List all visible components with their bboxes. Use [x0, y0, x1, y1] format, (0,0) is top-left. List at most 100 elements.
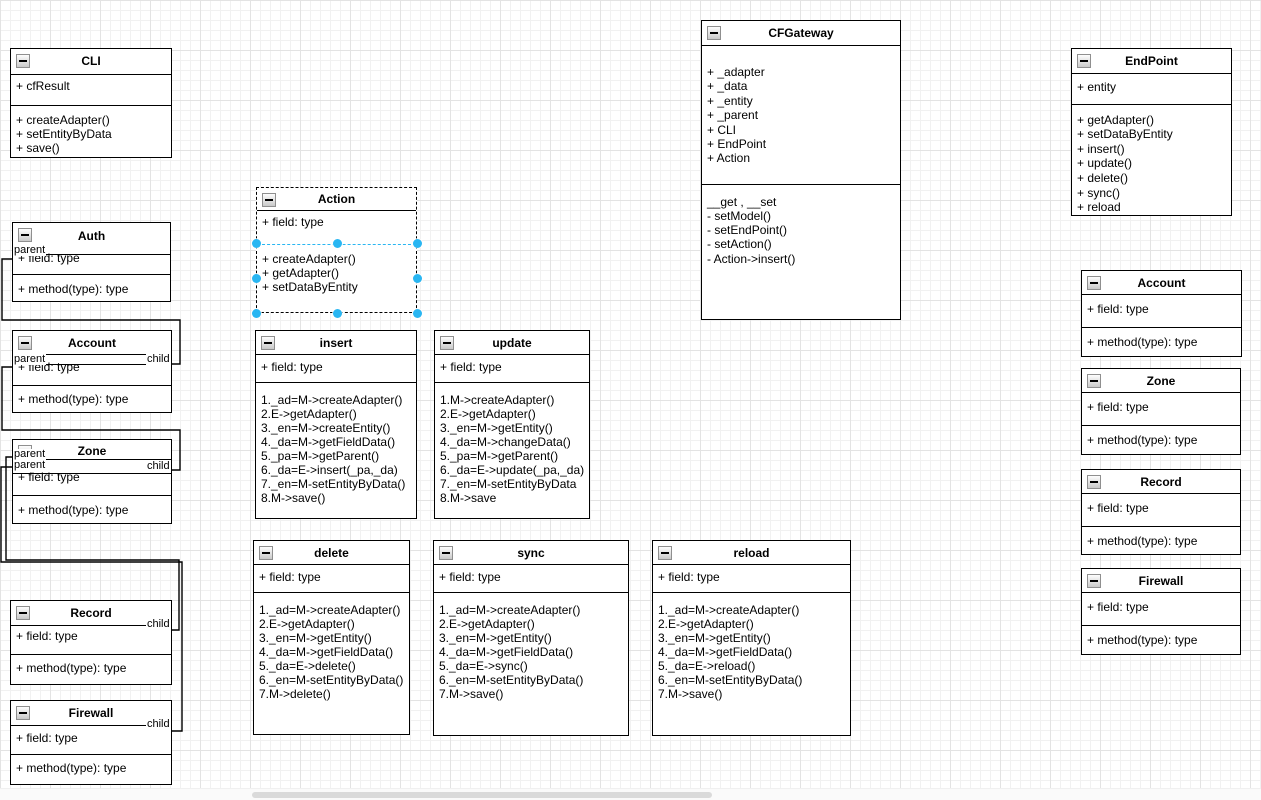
edge-label-parent[interactable]: parent: [13, 353, 47, 365]
collapse-minus-icon[interactable]: [262, 193, 276, 207]
class-member[interactable]: 2.E->getAdapter(): [440, 407, 536, 421]
class-member[interactable]: 1._ad=M->createAdapter(): [439, 603, 581, 617]
class-title[interactable]: Firewall: [68, 706, 114, 720]
class-member[interactable]: + reload: [1077, 200, 1121, 214]
class-member[interactable]: + setDataByEntity: [1077, 127, 1173, 141]
class-member[interactable]: + field: type: [261, 360, 323, 374]
edge-label-parent[interactable]: parent: [13, 244, 47, 256]
collapse-minus-icon[interactable]: [440, 336, 454, 350]
class-member[interactable]: + field: type: [1087, 501, 1149, 515]
class-member[interactable]: + _parent: [707, 108, 759, 122]
class-member[interactable]: 1._ad=M->createAdapter(): [259, 603, 401, 617]
class-member[interactable]: - setAction(): [707, 237, 772, 251]
selection-handle[interactable]: [252, 309, 261, 318]
class-box-zone-right[interactable]: Zone+ field: type+ method(type): type: [1081, 368, 1241, 455]
collapse-minus-icon[interactable]: [16, 606, 30, 620]
class-member[interactable]: 7.M->delete(): [259, 687, 331, 701]
relationship-edge-zone-record[interactable]: [5, 456, 180, 631]
collapse-minus-icon[interactable]: [439, 546, 453, 560]
class-member[interactable]: + cfResult: [16, 79, 70, 93]
class-box-firewall-right[interactable]: Firewall+ field: type+ method(type): typ…: [1081, 568, 1241, 655]
class-member[interactable]: + entity: [1077, 80, 1117, 94]
class-member[interactable]: - setEndPoint(): [707, 223, 788, 237]
class-member[interactable]: 4._da=M->getFieldData(): [439, 645, 574, 659]
class-member[interactable]: 5._da=E->sync(): [439, 659, 528, 673]
class-member[interactable]: + field: type: [259, 570, 321, 584]
edge-label-child[interactable]: child: [146, 718, 171, 730]
class-member[interactable]: + method(type): type: [1087, 335, 1198, 349]
collapse-minus-icon[interactable]: [259, 546, 273, 560]
class-member[interactable]: + CLI: [707, 123, 737, 137]
class-member[interactable]: 1._ad=M->createAdapter(): [658, 603, 800, 617]
class-title[interactable]: Record: [70, 606, 112, 620]
collapse-minus-icon[interactable]: [658, 546, 672, 560]
class-member[interactable]: + sync(): [1077, 186, 1121, 200]
class-member[interactable]: 2.E->getAdapter(): [259, 617, 355, 631]
relationship-edge-zone-firewall[interactable]: [0, 466, 183, 732]
class-member[interactable]: 6._en=M-setEntityByData(): [259, 673, 404, 687]
class-member[interactable]: + method(type): type: [1087, 633, 1198, 647]
class-member[interactable]: 7._en=M-setEntityByData(): [261, 477, 406, 491]
collapse-minus-icon[interactable]: [1077, 54, 1091, 68]
class-title[interactable]: EndPoint: [1125, 54, 1178, 68]
relationship-edge-account-zone[interactable]: [1, 366, 181, 471]
class-box-record-left[interactable]: Record+ field: type+ method(type): type: [10, 600, 172, 685]
class-title[interactable]: delete: [314, 546, 349, 560]
class-member[interactable]: - Action->insert(): [707, 252, 796, 266]
class-member[interactable]: + method(type): type: [18, 503, 129, 517]
collapse-minus-icon[interactable]: [1087, 276, 1101, 290]
class-member[interactable]: 7.M->save(): [439, 687, 504, 701]
class-member[interactable]: + _data: [707, 79, 748, 93]
collapse-minus-icon[interactable]: [16, 54, 30, 68]
class-box-cfgateway[interactable]: CFGateway + _adapter+ _data+ _entity+ _pa…: [701, 20, 901, 320]
class-member[interactable]: + delete(): [1077, 171, 1129, 185]
class-box-action[interactable]: Action+ field: type+ createAdapter()+ ge…: [252, 187, 422, 318]
class-member[interactable]: 6._da=E->update(_pa,_da): [440, 463, 585, 477]
class-box-cli[interactable]: CLI+ cfResult+ createAdapter()+ setEntit…: [10, 48, 172, 158]
class-member[interactable]: + method(type): type: [16, 661, 127, 675]
class-member[interactable]: 5._pa=M->getParent(): [261, 449, 380, 463]
class-member[interactable]: + _adapter: [707, 65, 765, 79]
class-title[interactable]: Zone: [1146, 374, 1176, 388]
selection-handle[interactable]: [252, 274, 261, 283]
class-box-account-left[interactable]: Account+ field: type+ method(type): type: [12, 330, 172, 413]
class-member[interactable]: + field: type: [1087, 600, 1149, 614]
class-box-record-right[interactable]: Record+ field: type+ method(type): type: [1081, 469, 1241, 555]
class-member[interactable]: 6._en=M-setEntityByData(): [658, 673, 803, 687]
selection-handle[interactable]: [413, 309, 422, 318]
class-member[interactable]: 5._da=E->delete(): [259, 659, 356, 673]
class-title[interactable]: Account: [1137, 276, 1186, 290]
class-member[interactable]: 4._da=M->getFieldData(): [658, 645, 793, 659]
class-member[interactable]: + createAdapter(): [262, 252, 356, 266]
class-member[interactable]: + method(type): type: [1087, 433, 1198, 447]
class-member[interactable]: 3._en=M->getEntity(): [439, 631, 552, 645]
class-member[interactable]: 3._en=M->getEntity(): [658, 631, 771, 645]
collapse-minus-icon[interactable]: [1087, 475, 1101, 489]
class-member[interactable]: + method(type): type: [1087, 534, 1198, 548]
class-member[interactable]: 2.E->getAdapter(): [261, 407, 357, 421]
horizontal-scrollbar-thumb[interactable]: [252, 792, 712, 798]
class-member[interactable]: + getAdapter(): [1077, 113, 1155, 127]
edge-label-child[interactable]: child: [146, 618, 171, 630]
class-member[interactable]: 4._da=M->getFieldData(): [259, 645, 394, 659]
class-member[interactable]: + _entity: [707, 94, 753, 108]
class-box-endpoint[interactable]: EndPoint + entity + getAdapter()+ setDataB…: [1071, 48, 1232, 216]
class-member[interactable]: 1.M->createAdapter(): [440, 393, 555, 407]
class-box-delete[interactable]: delete + field: type 1._ad=M->createAdapte…: [253, 540, 410, 735]
class-member[interactable]: 3._en=M->getEntity(): [440, 421, 553, 435]
class-member[interactable]: + getAdapter(): [262, 266, 340, 280]
class-title[interactable]: sync: [517, 546, 545, 560]
class-title[interactable]: CFGateway: [768, 26, 834, 40]
class-title[interactable]: update: [492, 336, 532, 350]
class-member[interactable]: 8.M->save(): [261, 491, 326, 505]
collapse-minus-icon[interactable]: [707, 26, 721, 40]
class-member[interactable]: + insert(): [1077, 142, 1125, 156]
class-member[interactable]: __get , __set: [707, 195, 777, 209]
collapse-minus-icon[interactable]: [1087, 374, 1101, 388]
class-member[interactable]: + field: type: [1087, 302, 1149, 316]
class-title[interactable]: Account: [68, 336, 116, 350]
